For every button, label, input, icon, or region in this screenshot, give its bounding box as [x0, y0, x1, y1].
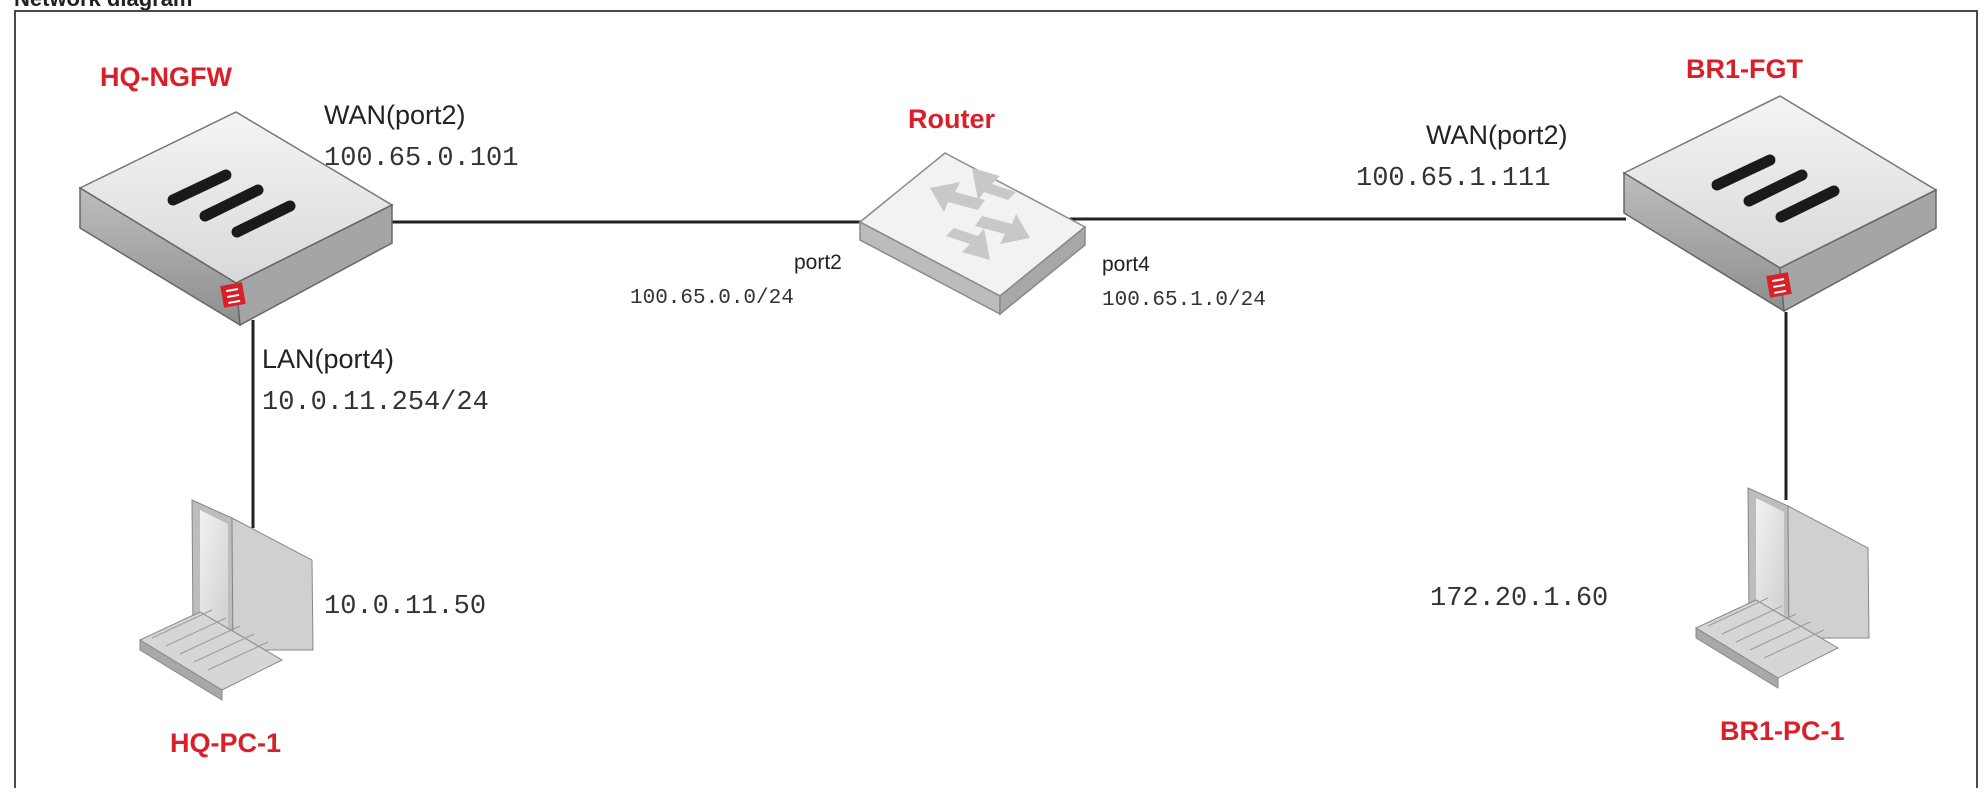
hq-ngfw-firewall-icon[interactable] [78, 111, 394, 327]
hq-wan-port-label: WAN(port2) [324, 100, 466, 130]
hq-ngfw-label: HQ-NGFW [100, 62, 232, 92]
router-port4-ip: 100.65.1.0/24 [1102, 289, 1266, 312]
hq-wan-ip: 100.65.0.101 [324, 144, 519, 174]
br1-pc-desktop-computer-icon[interactable] [1694, 487, 1870, 689]
diagram-frame [14, 10, 1978, 788]
hq-pc-label: HQ-PC-1 [170, 728, 282, 758]
links [251, 217, 1788, 528]
router-port2-label: port2 [794, 251, 842, 274]
br1-wan-port-label: WAN(port2) [1426, 120, 1568, 150]
br1-wan-ip: 100.65.1.111 [1356, 164, 1551, 194]
hq-pc-ip: 10.0.11.50 [324, 592, 487, 622]
hq-pc-desktop-computer-icon[interactable] [138, 499, 314, 701]
router-label: Router [908, 104, 995, 134]
hq-lan-ip: 10.0.11.254/24 [262, 388, 489, 418]
router-port2-ip: 100.65.0.0/24 [630, 287, 794, 310]
br1-fgt-label: BR1-FGT [1686, 54, 1803, 84]
diagram-heading: Network diagram [14, 0, 193, 12]
br1-pc-ip: 172.20.1.60 [1430, 584, 1609, 614]
router-icon[interactable] [858, 152, 1087, 316]
br1-fgt-firewall-icon[interactable] [1622, 95, 1938, 313]
router-port4-label: port4 [1102, 253, 1150, 276]
hq-lan-port-label: LAN(port4) [262, 344, 395, 374]
br1-pc-label: BR1-PC-1 [1720, 716, 1845, 746]
